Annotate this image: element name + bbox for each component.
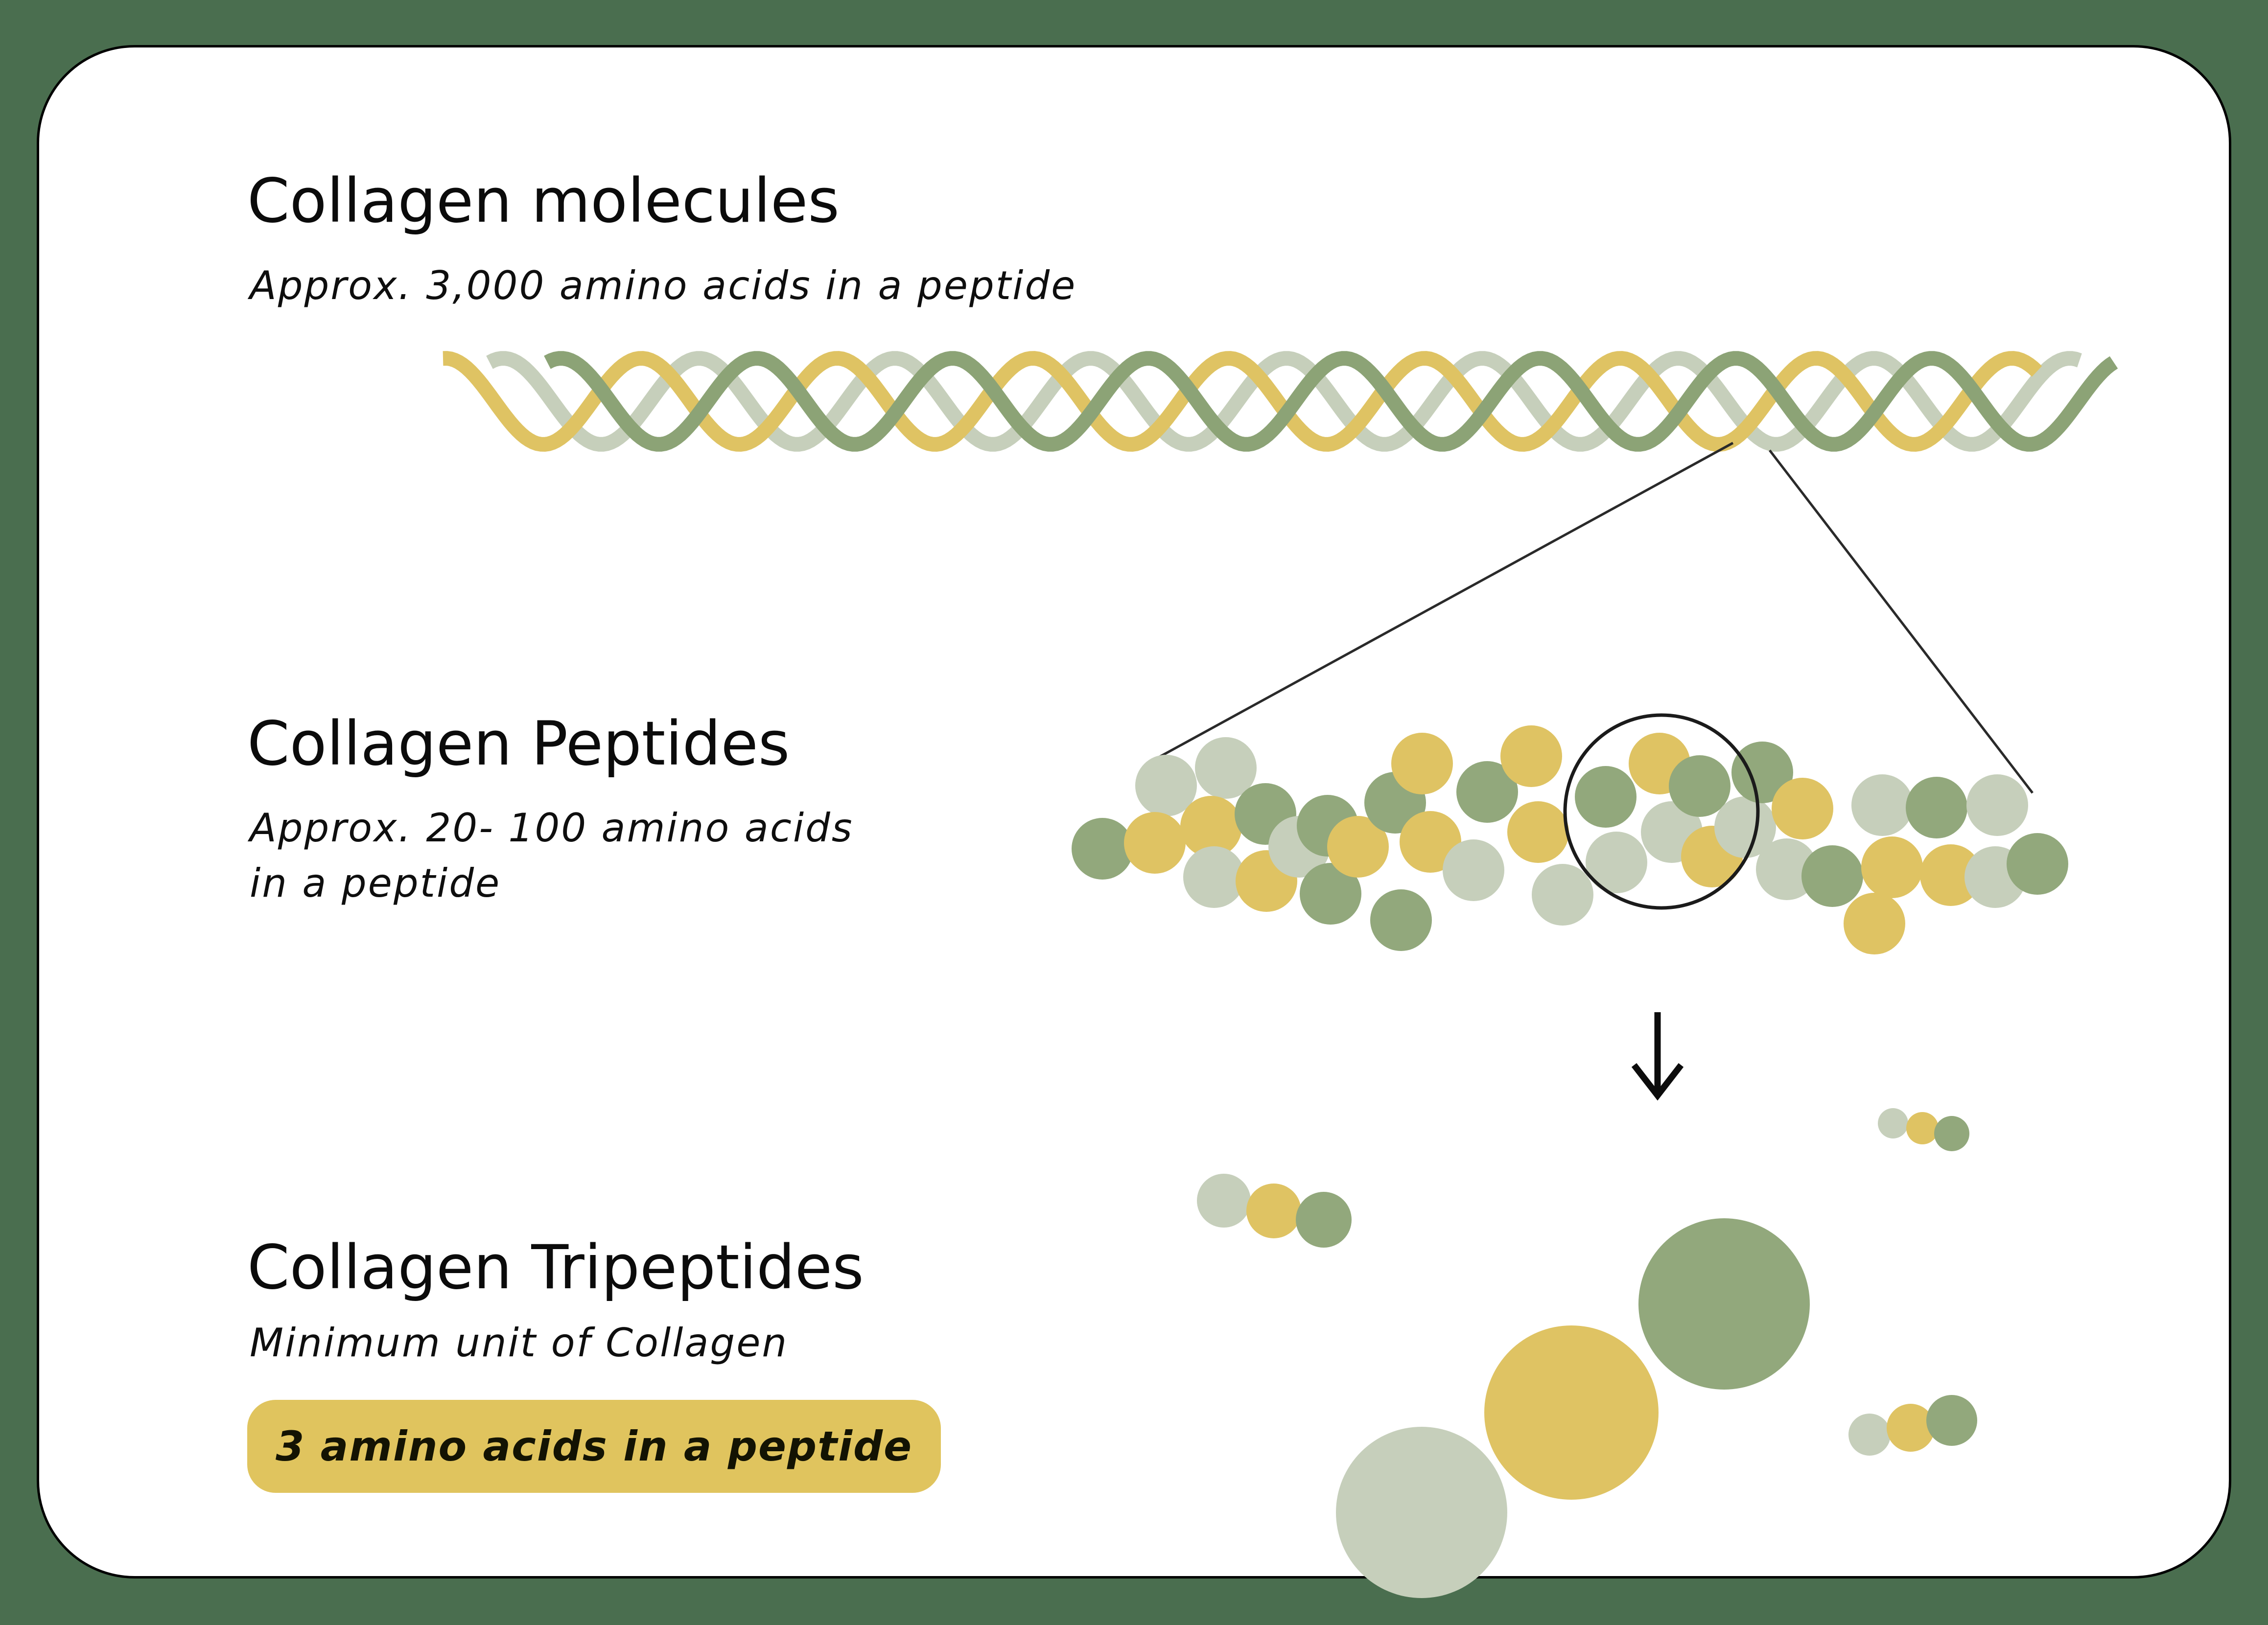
molecules-subtitle: Approx. 3,000 amino acids in a peptide [250,263,1077,308]
peptides-subtitle: Approx. 20- 100 amino acids in a peptide [250,800,1106,911]
tripeptides-title: Collagen Tripeptides [247,1232,864,1303]
peptides-subtitle-line1: Approx. 20- 100 amino acids [250,805,854,851]
infographic-card: Collagen molecules Approx. 3,000 amino a… [37,45,2231,1579]
molecules-title: Collagen molecules [247,166,840,236]
tripeptides-badge: 3 amino acids in a peptide [247,1400,941,1493]
tripeptides-subtitle: Minimum unit of Collagen [250,1320,789,1366]
peptides-subtitle-line2: in a peptide [250,860,501,906]
peptides-title: Collagen Peptides [247,709,790,779]
